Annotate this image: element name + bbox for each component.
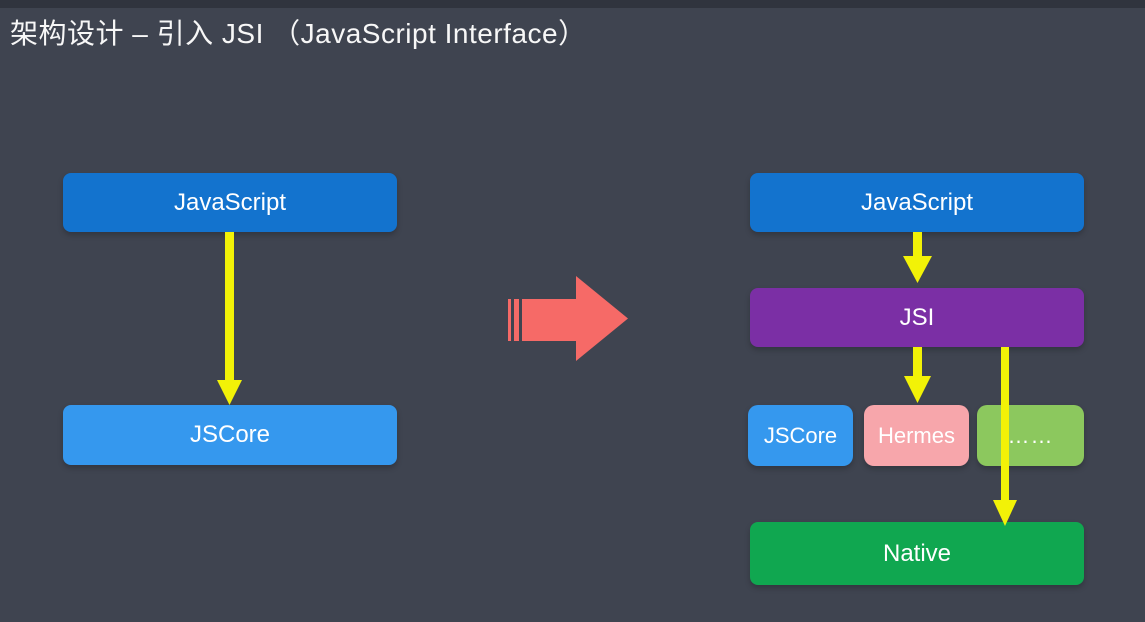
arrow-js-to-jscore-head-icon [217,380,242,405]
transform-arrow-stripe2 [514,299,519,341]
top-edge-strip [0,0,1145,8]
slide-title: 架构设计 – 引入 JSI （JavaScript Interface） [10,18,587,49]
node-jscore-before: JSCore [63,405,397,465]
node-jscore-after: JSCore [748,405,853,466]
arrow-jsi-to-native-shaft [1001,347,1009,502]
arrow-jsi-to-hermes-shaft [913,347,922,378]
arrow-js-to-jsi-head-icon [903,256,932,283]
arrow-jsi-to-hermes-head-icon [904,376,931,403]
transform-arrow-head-icon [576,276,628,361]
node-javascript-before: JavaScript [63,173,397,232]
arrow-js-to-jsi-shaft [913,232,922,258]
node-other-engines: …… [977,405,1084,466]
node-hermes: Hermes [864,405,969,466]
node-native: Native [750,522,1084,585]
transform-arrow-body [522,299,576,341]
node-javascript-after: JavaScript [750,173,1084,232]
arrow-js-to-jscore-shaft [225,232,234,382]
node-jsi: JSI [750,288,1084,347]
transform-arrow-stripe1 [508,299,511,341]
